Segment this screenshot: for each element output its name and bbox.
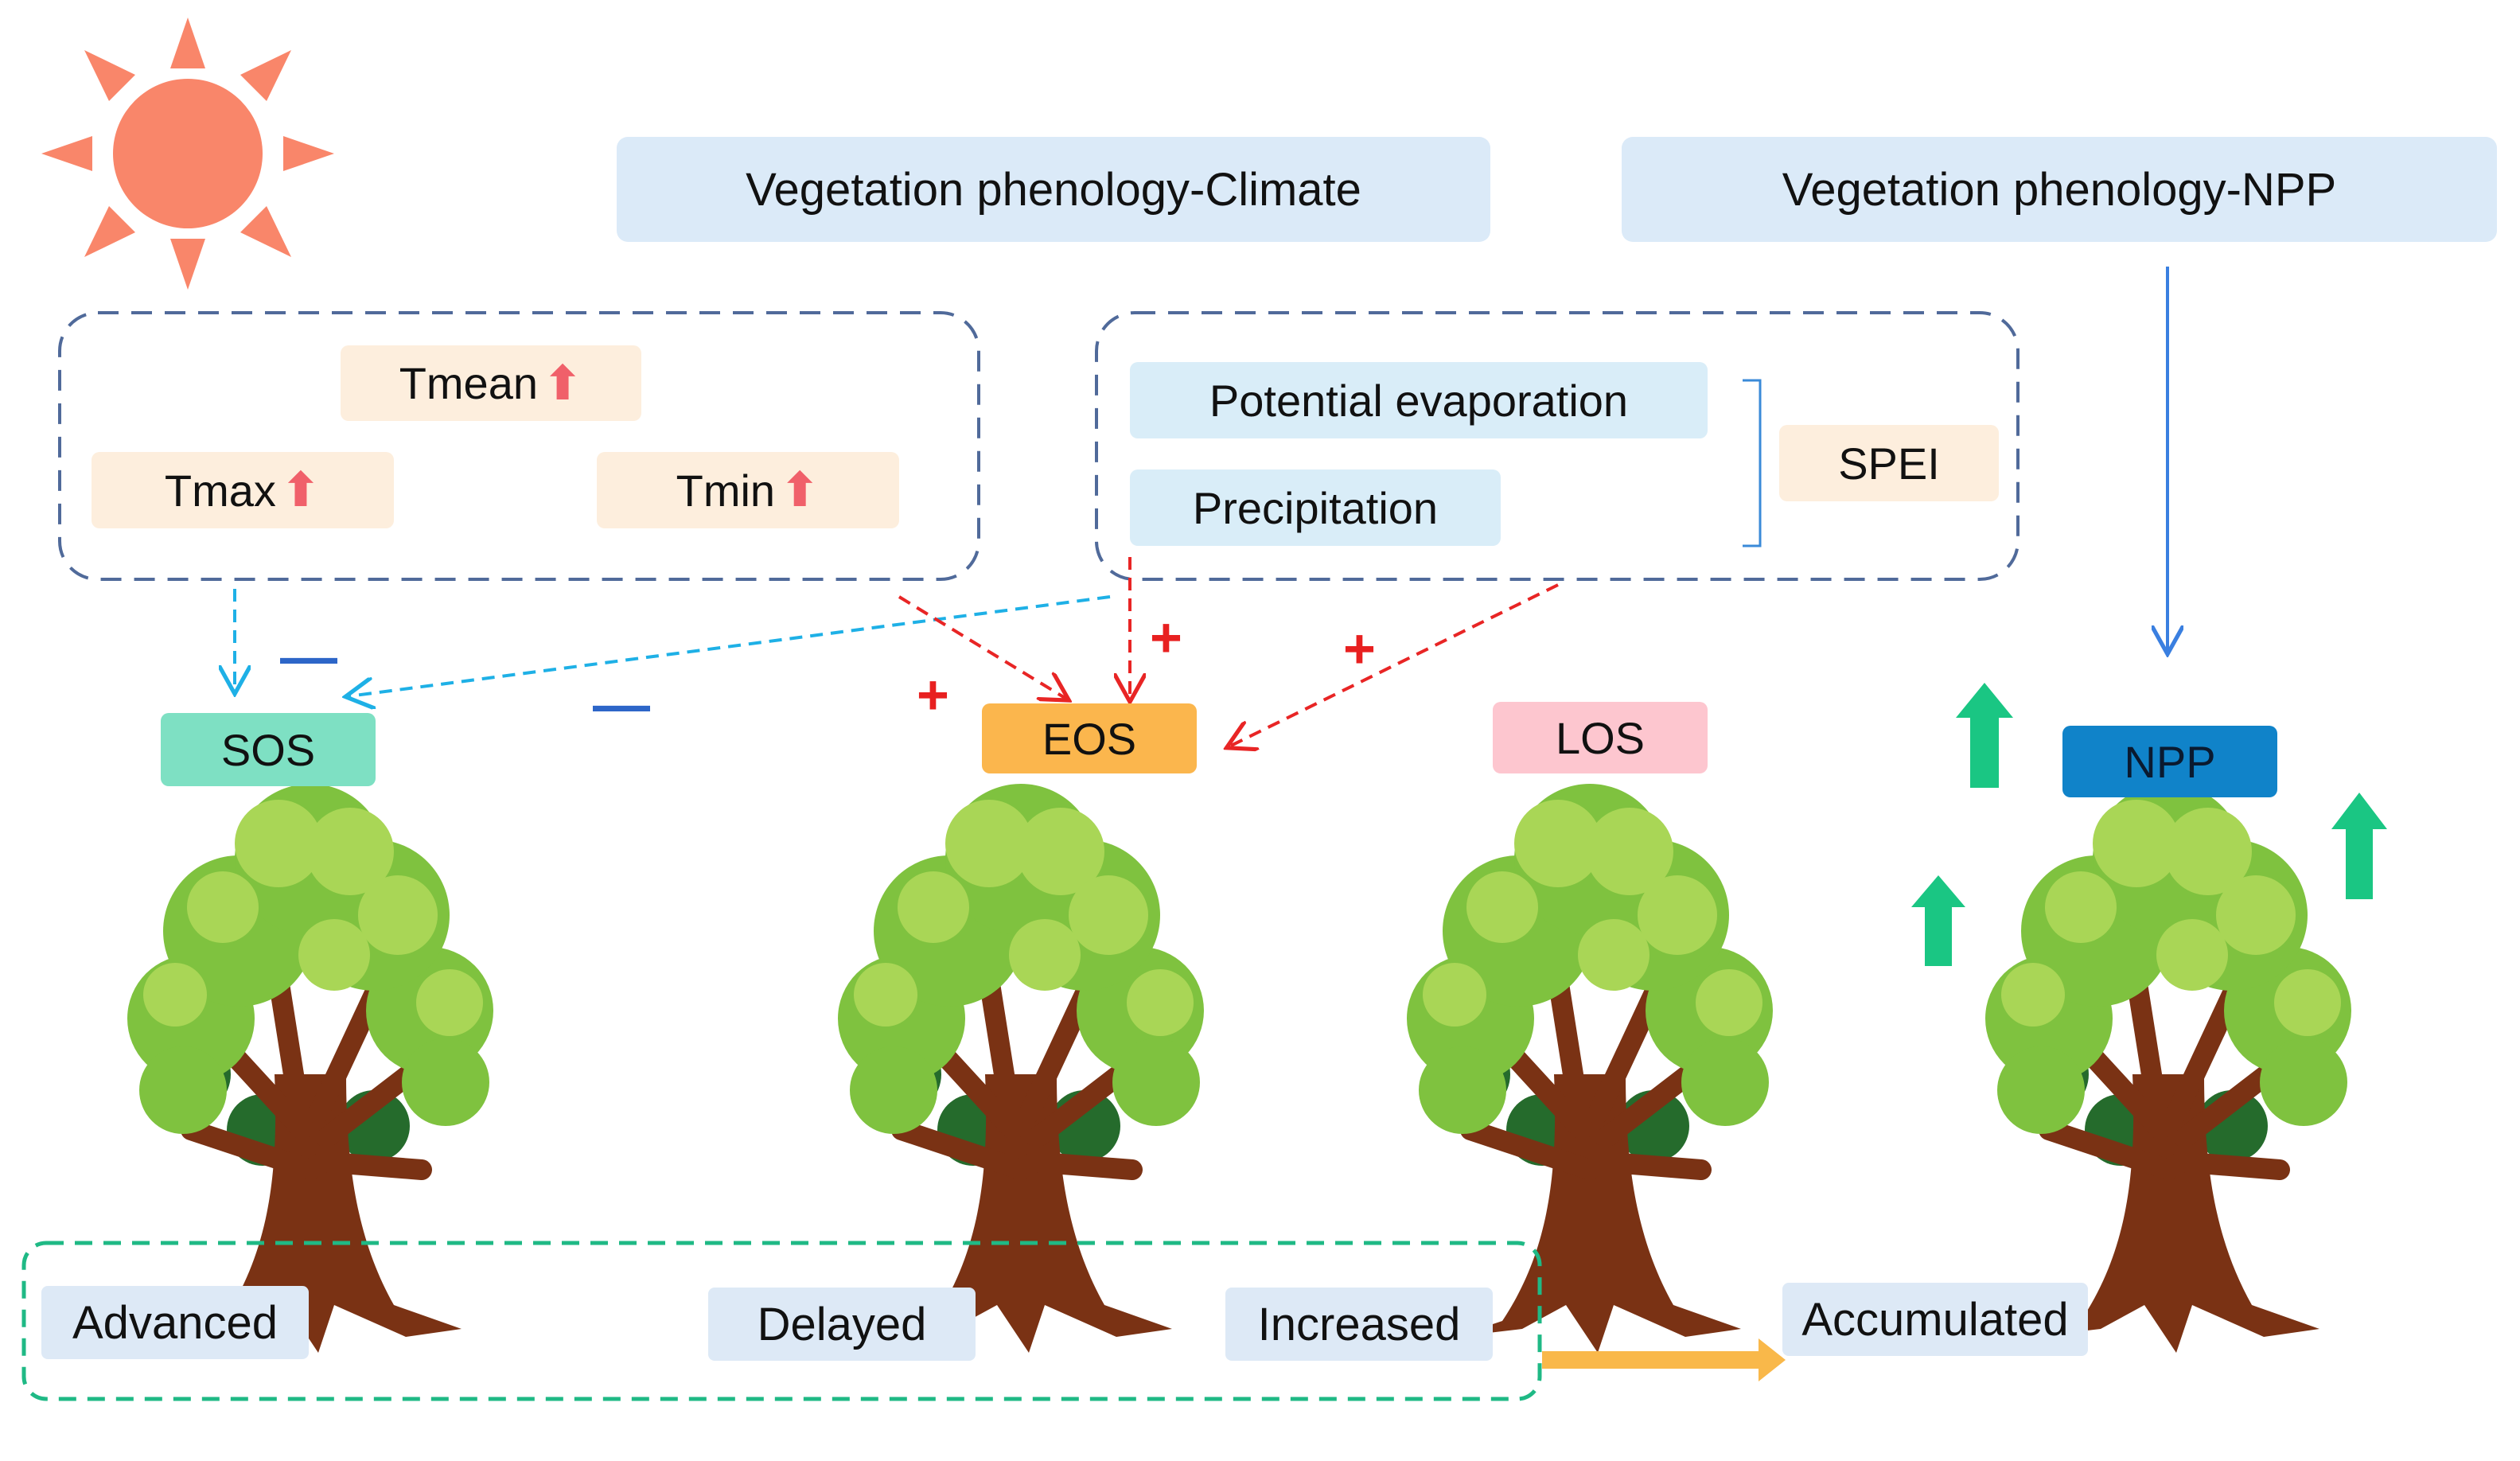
tmin-label: Tmin	[676, 465, 776, 516]
plus-sign: +	[917, 664, 949, 726]
potential-evaporation-box: Potential evaporation	[1130, 362, 1708, 438]
up-arrow-icon	[1956, 683, 2013, 788]
increase-arrows	[1911, 683, 2387, 966]
up-arrow-icon	[1911, 875, 1965, 966]
tmean-label: Tmean	[399, 358, 538, 408]
precipitation-box: Precipitation	[1130, 469, 1501, 546]
sun-icon	[41, 18, 334, 290]
temperature-group-frame	[58, 311, 980, 581]
accumulate-arrow	[1542, 1338, 1786, 1381]
minus-sign: —	[593, 673, 650, 737]
water-group-frame	[1095, 311, 2020, 581]
tmax-box: Tmax ⬆	[92, 452, 394, 528]
minus-sign: —	[280, 625, 337, 689]
delayed-label: Delayed	[708, 1288, 976, 1361]
npp-header: Vegetation phenology-NPP	[1622, 137, 2497, 242]
tmean-box: Tmean ⬆	[341, 345, 641, 421]
increased-label: Increased	[1225, 1288, 1493, 1361]
up-arrow-icon	[2331, 793, 2387, 899]
plus-sign: +	[1150, 606, 1182, 668]
advanced-label: Advanced	[41, 1286, 309, 1359]
tmin-box: Tmin ⬆	[597, 452, 899, 528]
plus-sign: +	[1343, 618, 1376, 680]
increase-arrow-icon: ⬆	[543, 356, 583, 410]
sos-box: SOS	[161, 713, 376, 786]
spei-box: SPEI	[1779, 425, 1999, 501]
temperature-to-eos-arrow	[898, 595, 1066, 699]
tree-icon	[1985, 784, 2351, 1353]
water-to-sos-arrow	[349, 595, 1111, 696]
tree-icon	[127, 784, 493, 1353]
los-box: LOS	[1493, 702, 1708, 773]
spei-bracket	[1743, 379, 1762, 547]
tree-icon	[838, 784, 1204, 1353]
eos-box: EOS	[982, 703, 1197, 773]
climate-header: Vegetation phenology-Climate	[617, 137, 1490, 242]
npp-box: NPP	[2062, 726, 2277, 797]
tmax-label: Tmax	[164, 465, 276, 516]
outcome-group-frame	[21, 1241, 1542, 1401]
accumulated-label: Accumulated	[1782, 1283, 2088, 1356]
tree-icon	[1407, 784, 1773, 1353]
increase-arrow-icon: ⬆	[780, 463, 820, 516]
increase-arrow-icon: ⬆	[280, 463, 321, 516]
